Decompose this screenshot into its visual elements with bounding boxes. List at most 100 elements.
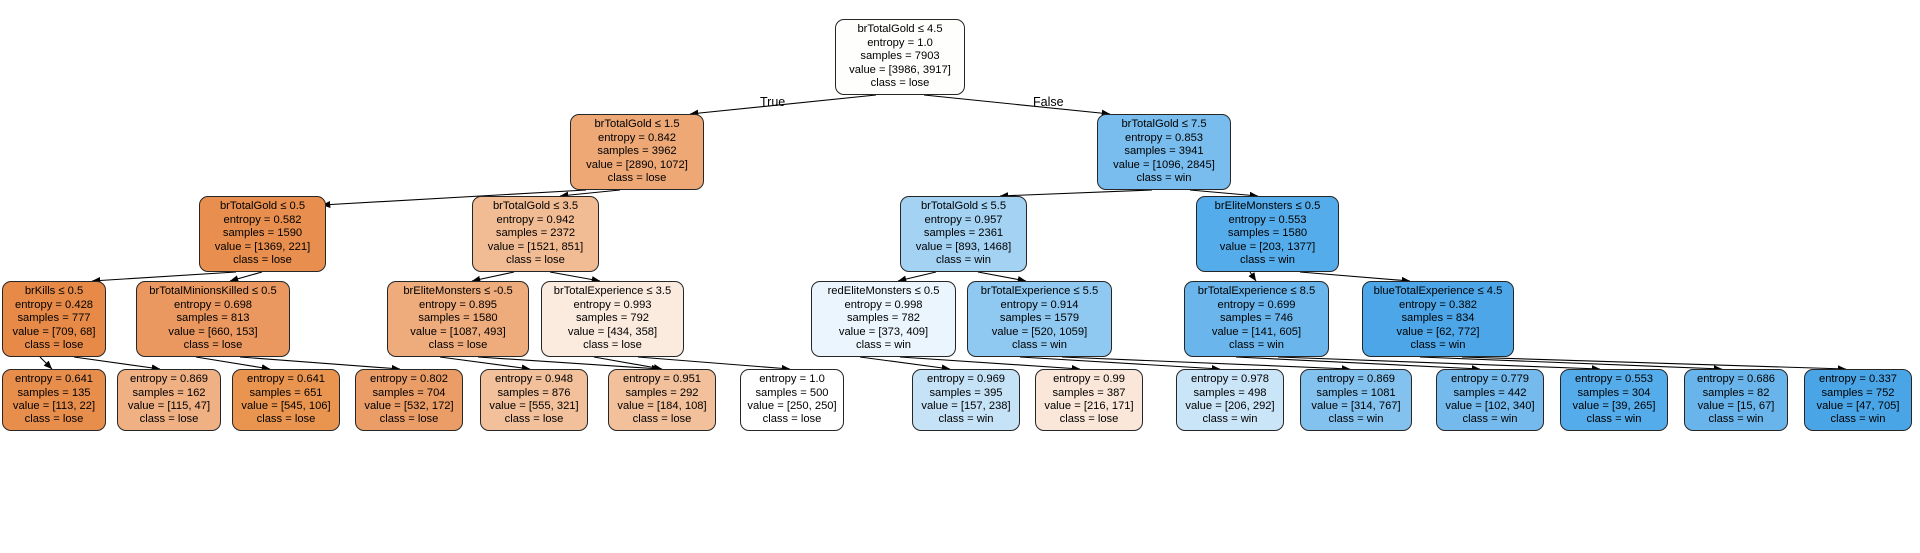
edge-label-false: False: [1033, 95, 1064, 109]
node-text-line: brEliteMonsters ≤ 0.5: [1214, 200, 1321, 213]
node-text-line: samples = 1081: [1316, 386, 1396, 399]
node-text-line: entropy = 0.641: [246, 373, 326, 386]
node-text-line: entropy = 1.0: [759, 373, 825, 386]
node-text-line: samples = 1579: [999, 312, 1080, 325]
tree-edge: [91, 271, 237, 284]
node-text-line: samples = 704: [372, 386, 446, 399]
node-text-line: entropy = 0.993: [573, 298, 652, 311]
tree-edge: [239, 356, 401, 372]
node-text-line: class = lose: [139, 413, 199, 426]
tree-edge: [637, 356, 791, 372]
node-text-line: samples = 782: [846, 312, 921, 325]
node-text-line: value = [250, 250]: [747, 400, 837, 412]
tree-edge: [899, 356, 1081, 372]
edge-label-true: True: [760, 95, 786, 109]
node-text-line: value = [2890, 1072]: [586, 158, 688, 171]
node-text-line: class = win: [1708, 413, 1764, 426]
node-text-line: blueTotalExperience ≤ 4.5: [1373, 285, 1503, 298]
tree-edge: [999, 189, 1153, 200]
tree-edge: [1248, 271, 1257, 282]
node-text-line: samples = 1580: [1227, 227, 1308, 240]
node-text-line: class = lose: [607, 172, 667, 185]
node-text-line: samples = 651: [249, 386, 323, 399]
node-text-line: brTotalGold ≤ 0.5: [219, 200, 306, 213]
tree-edge: [549, 271, 601, 284]
node-text-line: entropy = 0.428: [14, 298, 94, 311]
node-text-line: value = [157, 238]: [921, 400, 1011, 412]
node-text-line: class = lose: [632, 413, 692, 426]
node-text-line: class = win: [938, 413, 994, 426]
node-text-line: brTotalGold ≤ 7.5: [1121, 118, 1207, 131]
node-text-line: entropy = 0.99: [1053, 373, 1125, 386]
tree-edge: [593, 356, 663, 372]
node-text-line: class = lose: [183, 339, 243, 352]
node-text-line: class = win: [1462, 413, 1518, 426]
node-text-line: class = lose: [233, 254, 292, 267]
node-text-line: entropy = 0.957: [924, 213, 1003, 226]
node-text-line: brTotalExperience ≤ 5.5: [980, 285, 1099, 298]
node-text-line: samples = 792: [575, 312, 650, 325]
node-text-line: value = [1521, 851]: [487, 240, 584, 253]
tree-edge: [471, 271, 515, 283]
node-text-line: brTotalGold ≤ 3.5: [492, 200, 579, 213]
tree-edge: [73, 356, 161, 372]
node-text-line: brTotalGold ≤ 5.5: [920, 200, 1007, 213]
node-text-line: value = [15, 67]: [1697, 400, 1775, 412]
node-text-line: value = [545, 106]: [241, 400, 331, 412]
node-text-line: class = win: [855, 339, 912, 352]
node-text-line: redEliteMonsters ≤ 0.5: [827, 285, 940, 298]
node-text-line: samples = 777: [17, 312, 91, 325]
node-text-line: entropy = 0.553: [1228, 213, 1307, 226]
node-text-line: value = [216, 171]: [1044, 400, 1134, 412]
node-text-line: value = [555, 321]: [489, 400, 579, 412]
node-text-line: samples = 3941: [1124, 145, 1204, 158]
node-text-line: samples = 746: [1219, 312, 1294, 325]
tree-edge: [39, 356, 53, 370]
node-text-line: value = [206, 292]: [1185, 400, 1275, 412]
node-text-line: value = [39, 265]: [1572, 400, 1656, 412]
tree-edge: [1299, 271, 1411, 284]
tree-edge: [1061, 356, 1351, 373]
node-text-line: entropy = 0.969: [926, 373, 1006, 386]
node-text-line: entropy = 0.382: [1398, 298, 1478, 311]
node-text-line: brKills ≤ 0.5: [24, 285, 84, 298]
node-text-line: value = [709, 68]: [12, 325, 96, 338]
node-text-line: samples = 387: [1052, 386, 1126, 399]
node-text-line: class = lose: [506, 254, 565, 267]
node-text-line: entropy = 0.779: [1450, 373, 1530, 386]
node-text-line: class = lose: [256, 413, 316, 426]
node-text-line: entropy = 0.978: [1190, 373, 1270, 386]
node-text-line: entropy = 0.641: [14, 373, 94, 386]
node-text-line: value = [47, 705]: [1816, 400, 1900, 412]
node-text-line: value = [113, 22]: [12, 400, 96, 412]
tree-edge: [897, 271, 937, 283]
node-text-line: samples = 813: [176, 312, 250, 325]
node-text-line: samples = 1580: [418, 312, 498, 325]
node-text-line: samples = 162: [132, 386, 206, 399]
node-text-line: samples = 292: [625, 386, 699, 399]
node-text-line: class = win: [1011, 339, 1068, 352]
node-text-line: entropy = 0.802: [369, 373, 449, 386]
node-text-line: entropy = 0.914: [1000, 298, 1079, 311]
node-text-line: value = [520, 1059]: [991, 325, 1088, 338]
tree-edge: [1235, 356, 1481, 373]
node-text-line: class = lose: [24, 413, 84, 426]
